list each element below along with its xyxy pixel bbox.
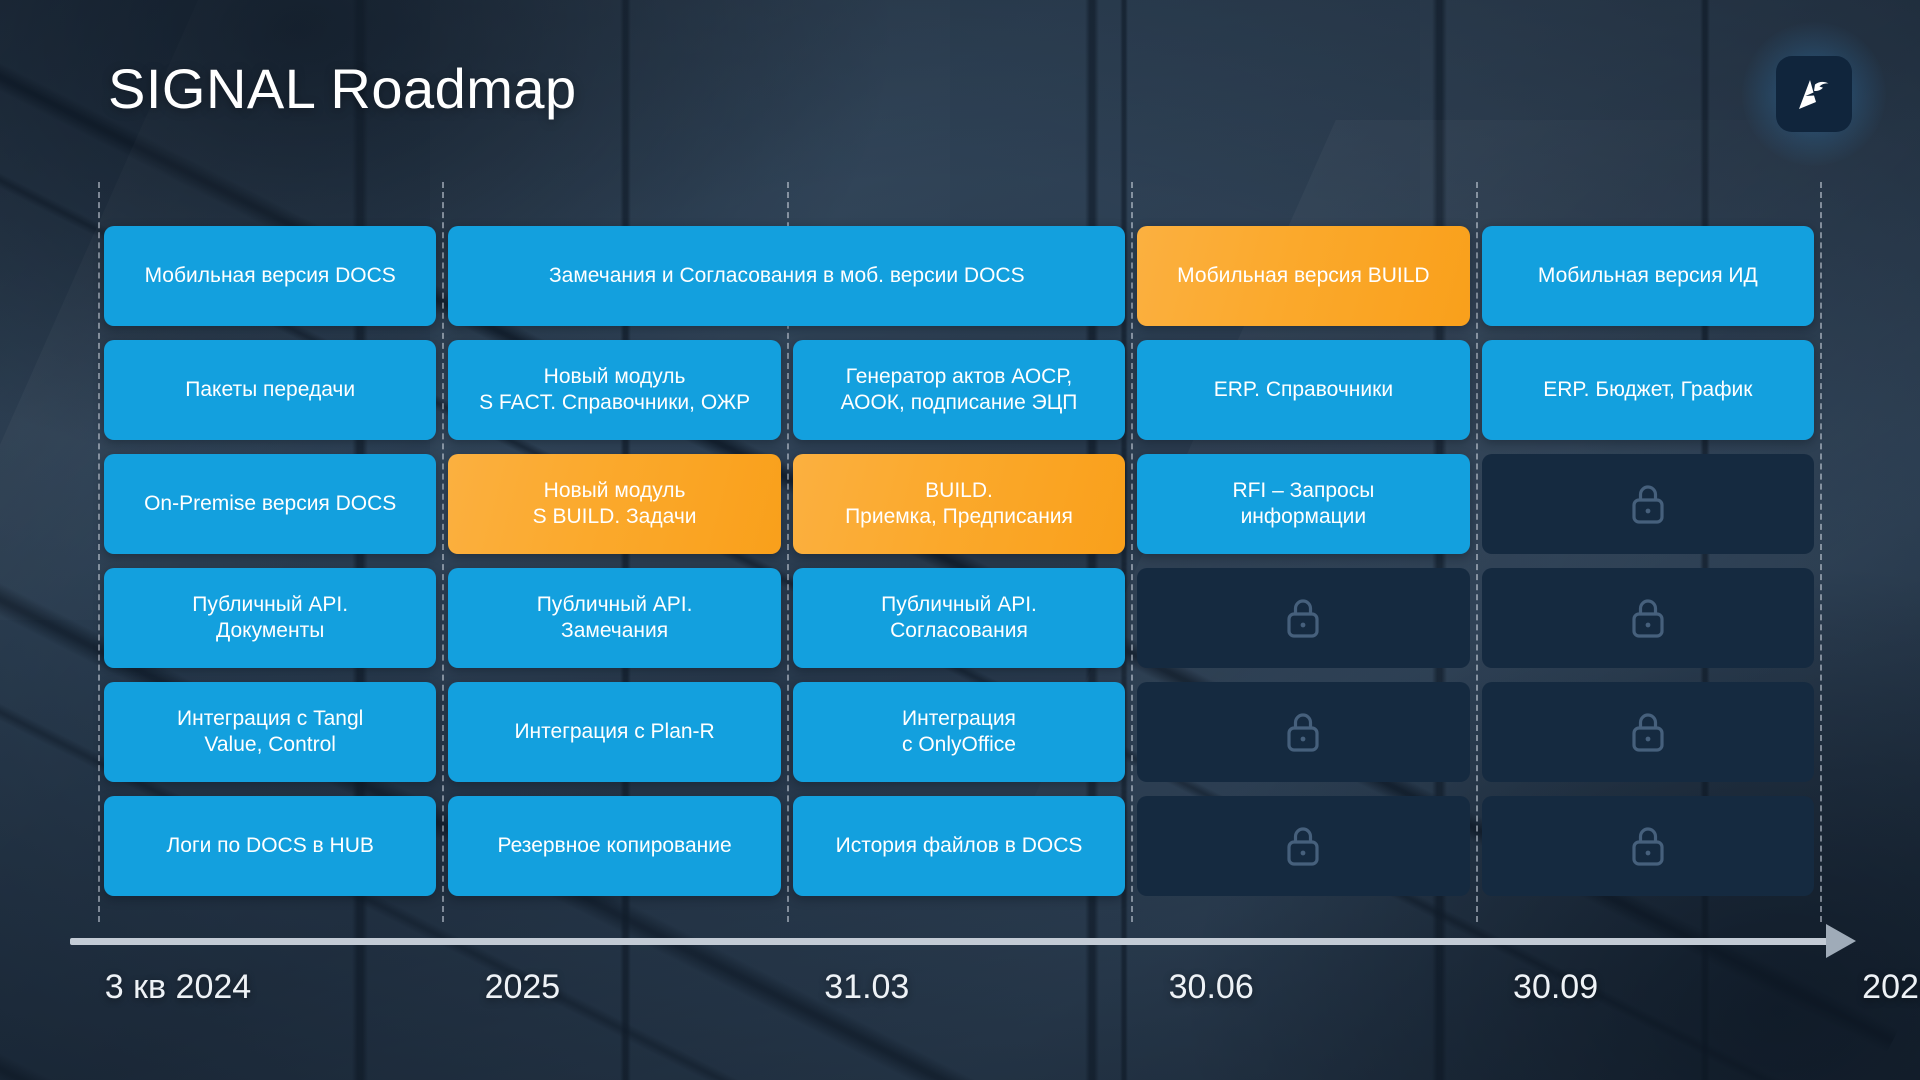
lock-icon bbox=[1287, 827, 1319, 866]
lock-icon bbox=[1287, 599, 1319, 638]
roadmap-card[interactable]: RFI – Запросы информации bbox=[1137, 454, 1470, 554]
roadmap-card[interactable]: Замечания и Согласования в моб. версии D… bbox=[448, 226, 1126, 326]
axis-label: 2025 bbox=[484, 968, 561, 1006]
roadmap-card[interactable]: Мобильная версия ИД bbox=[1481, 226, 1814, 326]
roadmap-card-label: Мобильная версия BUILD bbox=[1177, 263, 1430, 287]
roadmap-card-label: Новый модуль S FACT. Справочники, ОЖР bbox=[479, 364, 751, 414]
roadmap-card[interactable]: Логи по DOCS в HUB bbox=[104, 796, 437, 896]
roadmap-card[interactable]: ERP. Бюджет, График bbox=[1481, 340, 1814, 440]
axis-label: 2026 bbox=[1862, 968, 1920, 1006]
gridline bbox=[98, 182, 100, 922]
roadmap-row: Мобильная версия DOCS Замечания и Согласо… bbox=[98, 226, 1820, 326]
roadmap-card[interactable]: Новый модуль S FACT. Справочники, ОЖР bbox=[448, 340, 781, 440]
page-title: SIGNAL Roadmap bbox=[108, 57, 577, 120]
axis-label: 30.06 bbox=[1168, 968, 1254, 1006]
roadmap-card-locked[interactable] bbox=[1481, 568, 1814, 668]
timeline-axis-arrow-icon bbox=[1826, 924, 1856, 958]
roadmap-row: Интеграция с Tangl Value, Control Интегра… bbox=[98, 682, 1820, 782]
roadmap-card-label: On-Premise версия DOCS bbox=[144, 491, 397, 515]
roadmap-card-label: ERP. Справочники bbox=[1213, 377, 1394, 401]
roadmap-card-label: Публичный API. Замечания bbox=[536, 592, 693, 642]
roadmap-card[interactable]: Мобильная версия BUILD bbox=[1137, 226, 1470, 326]
lock-icon bbox=[1632, 485, 1664, 524]
roadmap-card-label: RFI – Запросы информации bbox=[1232, 478, 1375, 528]
roadmap-card[interactable]: Интеграция с Tangl Value, Control bbox=[104, 682, 437, 782]
roadmap-row: On-Premise версия DOCS Новый модуль S BUI… bbox=[98, 454, 1820, 554]
roadmap-card-label: Пакеты передачи bbox=[185, 377, 356, 401]
roadmap-card-label: Интеграция с OnlyOffice bbox=[902, 706, 1016, 756]
roadmap-card-label: История файлов в DOCS bbox=[835, 833, 1083, 857]
roadmap-card-locked[interactable] bbox=[1137, 682, 1470, 782]
roadmap-card[interactable]: Публичный API. Согласования bbox=[792, 568, 1126, 668]
roadmap-card[interactable]: Интеграция с OnlyOffice bbox=[792, 682, 1126, 782]
roadmap-card-label: Мобильная версия DOCS bbox=[144, 263, 396, 287]
roadmap-card[interactable]: Публичный API. Документы bbox=[104, 568, 437, 668]
roadmap-card-label: Новый модуль S BUILD. Задачи bbox=[532, 478, 697, 528]
timeline-axis-line bbox=[70, 938, 1830, 945]
roadmap-card[interactable]: Генератор актов АОСР, АООК, подписание Э… bbox=[792, 340, 1126, 440]
gridline bbox=[1820, 182, 1822, 922]
roadmap-card-label: Мобильная версия ИД bbox=[1537, 263, 1758, 287]
roadmap-card[interactable]: История файлов в DOCS bbox=[792, 796, 1126, 896]
roadmap-card[interactable]: Публичный API. Замечания bbox=[448, 568, 781, 668]
roadmap-card-label: ERP. Бюджет, График bbox=[1543, 377, 1753, 401]
signal-bird-logo-icon bbox=[1799, 80, 1829, 109]
roadmap-card[interactable]: Новый модуль S BUILD. Задачи bbox=[448, 454, 781, 554]
roadmap-card[interactable]: Резервное копирование bbox=[448, 796, 781, 896]
lock-icon bbox=[1632, 827, 1664, 866]
lock-icon bbox=[1632, 599, 1664, 638]
roadmap-card-label: Резервное копирование bbox=[497, 833, 732, 857]
roadmap-card-locked[interactable] bbox=[1137, 796, 1470, 896]
roadmap-row: Публичный API. Документы Публичный API. З… bbox=[98, 568, 1820, 668]
roadmap-card-label: Логи по DOCS в HUB bbox=[166, 833, 374, 857]
roadmap-card[interactable]: ERP. Справочники bbox=[1137, 340, 1470, 440]
timeline-grid: Мобильная версия DOCS Замечания и Согласо… bbox=[98, 182, 1822, 922]
logo-box bbox=[1776, 56, 1852, 132]
roadmap-card-label: BUILD. Приемка, Предписания bbox=[845, 478, 1073, 528]
roadmap-rows: Мобильная версия DOCS Замечания и Согласо… bbox=[98, 226, 1820, 910]
roadmap-card-label: Интеграция с Tangl Value, Control bbox=[177, 706, 364, 756]
axis-label: 31.03 bbox=[824, 968, 910, 1006]
gridline bbox=[786, 182, 789, 922]
roadmap-card-label: Интеграция с Plan-R bbox=[514, 719, 715, 743]
roadmap-row: Пакеты передачи Новый модуль S FACT. Спра… bbox=[98, 340, 1820, 440]
roadmap-card[interactable]: On-Premise версия DOCS bbox=[104, 454, 437, 554]
gridline bbox=[1131, 182, 1134, 922]
roadmap-card-label: Генератор актов АОСР, АООК, подписание Э… bbox=[840, 364, 1078, 414]
roadmap-card-locked[interactable] bbox=[1481, 454, 1814, 554]
axis-label: 30.09 bbox=[1513, 968, 1599, 1006]
roadmap-card[interactable]: BUILD. Приемка, Предписания bbox=[792, 454, 1126, 554]
roadmap-card[interactable]: Мобильная версия DOCS bbox=[104, 226, 437, 326]
roadmap-card-label: Замечания и Согласования в моб. версии D… bbox=[549, 263, 1025, 287]
roadmap-card-locked[interactable] bbox=[1137, 568, 1470, 668]
roadmap-card-locked[interactable] bbox=[1481, 796, 1814, 896]
axis-label: 3 кв 2024 bbox=[104, 968, 252, 1006]
gridline bbox=[1475, 182, 1478, 922]
lock-icon bbox=[1287, 713, 1319, 752]
roadmap-row: Логи по DOCS в HUB Резервное копирование И… bbox=[98, 796, 1820, 896]
roadmap-card-label: Публичный API. Документы bbox=[192, 592, 349, 642]
app-logo bbox=[1742, 22, 1886, 166]
roadmap-card[interactable]: Интеграция с Plan-R bbox=[448, 682, 781, 782]
roadmap-card-label: Публичный API. Согласования bbox=[881, 592, 1037, 642]
roadmap-card[interactable]: Пакеты передачи bbox=[104, 340, 437, 440]
lock-icon bbox=[1632, 713, 1664, 752]
roadmap-card-locked[interactable] bbox=[1481, 682, 1814, 782]
gridline bbox=[442, 182, 445, 922]
